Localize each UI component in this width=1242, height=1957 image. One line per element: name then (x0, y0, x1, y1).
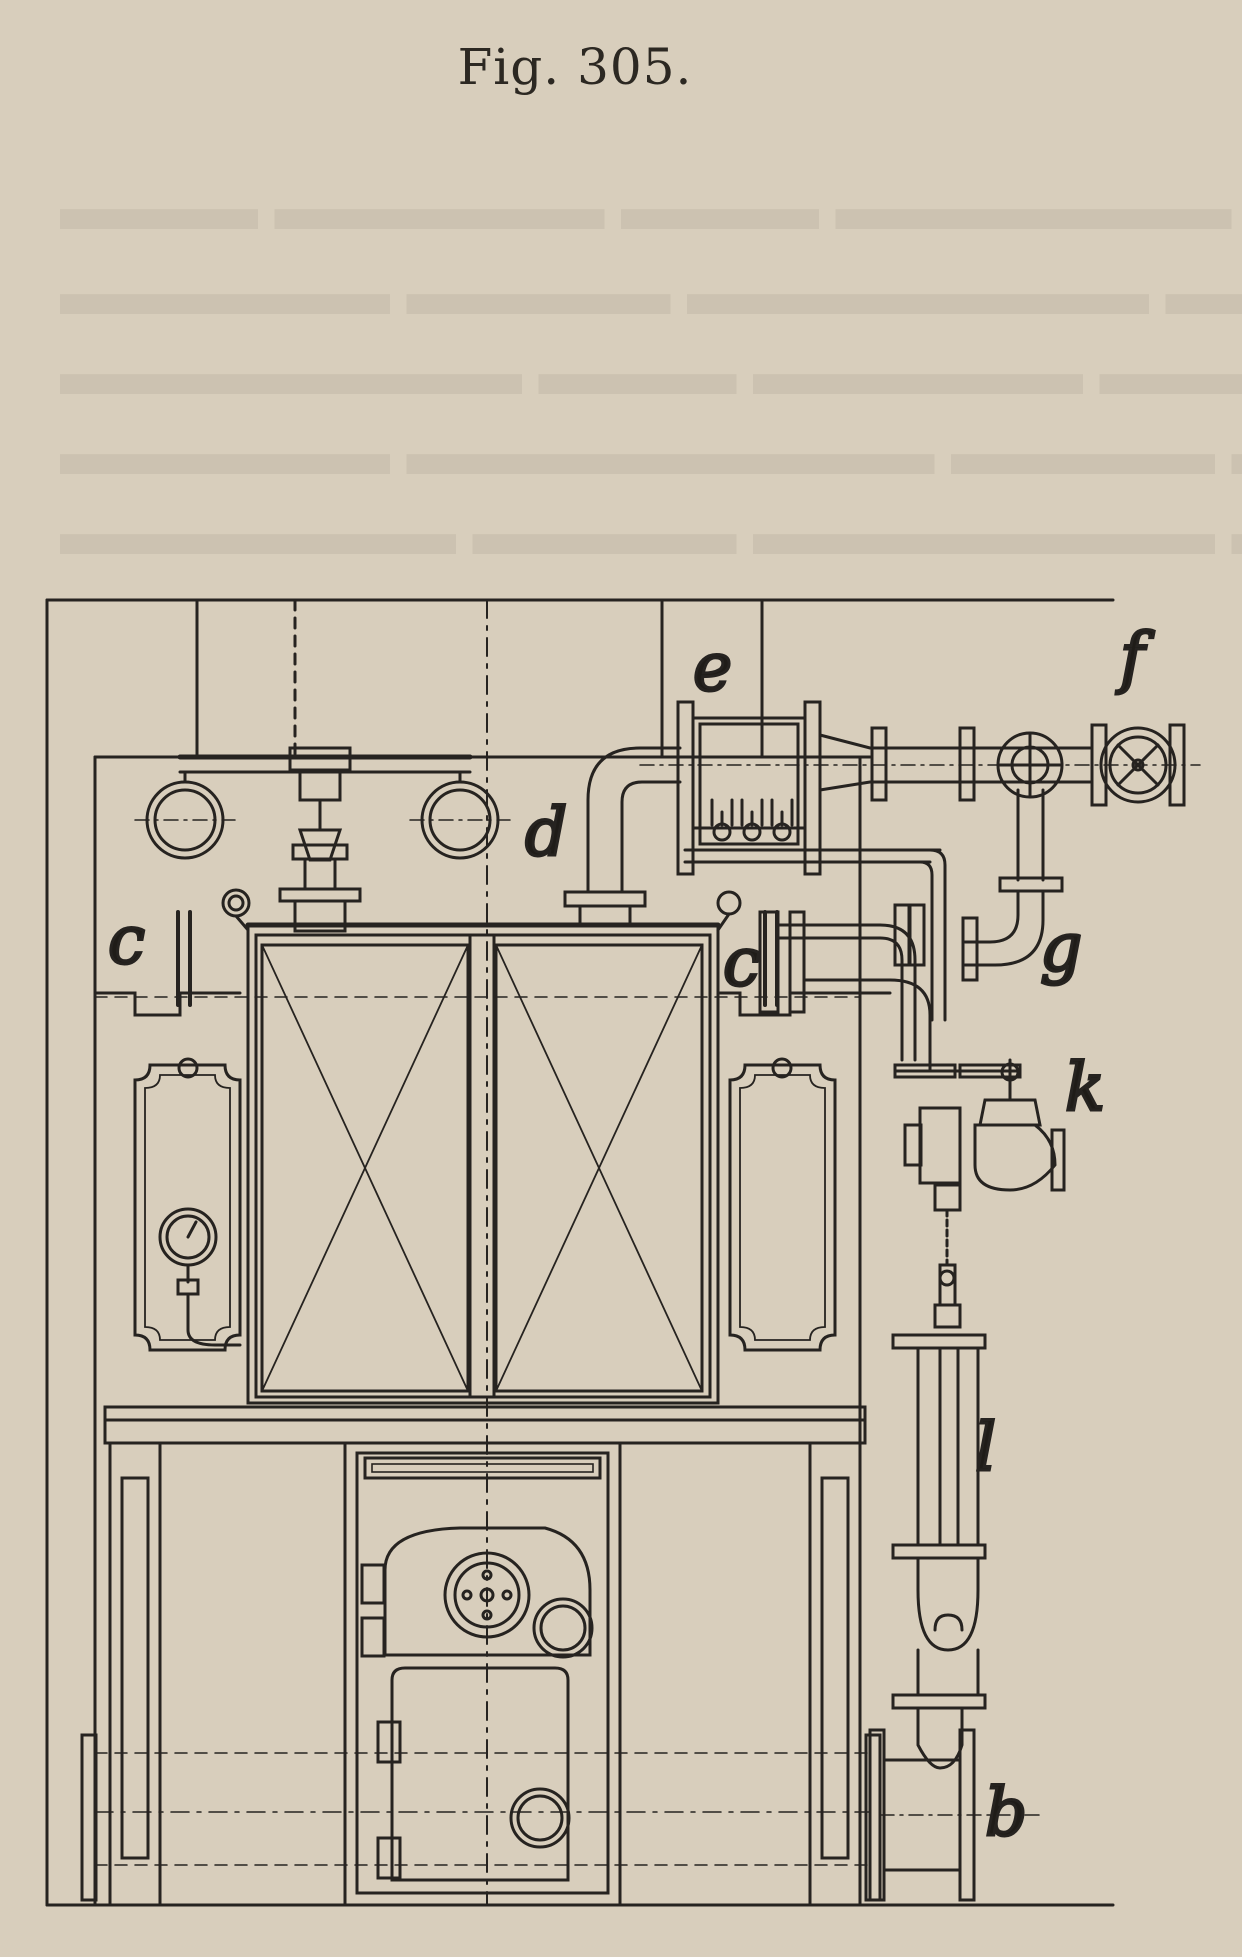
bleed-through-line: ▬▬▬▬▬ ▬▬▬▬▬▬▬▬ ▬▬▬▬ ▬▬▬▬ (60, 416, 1242, 489)
pipe-d-elbow (563, 746, 682, 928)
header-e (676, 700, 947, 1022)
label-b: b (985, 1774, 1027, 1851)
bleed-through-line: ▬▬▬▬▬▬▬ ▬▬▬ ▬▬▬▬▬ ▬▬▬▬▬ (60, 336, 1242, 409)
header-nozzles (710, 798, 794, 842)
figure-caption: Fig. 305. (457, 38, 693, 96)
steam-line-f (639, 726, 1201, 802)
lower-firebox (80, 1405, 882, 1907)
outer-frame (45, 598, 1115, 1907)
bleed-through-line: ▬▬▬▬▬▬ ▬▬▬▬ ▬▬▬▬▬▬▬ ▬▬▬ (60, 496, 1242, 569)
boiler-body (94, 888, 861, 1405)
right-panel (728, 1057, 837, 1352)
label-c-left: c (108, 902, 145, 979)
bleed-through-line: ▬▬▬▬▬ ▬▬▬▬ ▬▬▬▬▬▬▬ ▬▬▬▬ (60, 256, 1242, 329)
label-k: k (1065, 1049, 1105, 1126)
label-c-right: c (723, 924, 760, 1001)
side-ledges (93, 910, 862, 1017)
left-gauge-panel (133, 1057, 242, 1352)
pipe-b (868, 1728, 1041, 1902)
label-f: f (1115, 619, 1155, 696)
label-l: l (975, 1409, 996, 1486)
valve-f (1090, 723, 1186, 807)
top-valve-assembly (278, 746, 362, 933)
label-d: d (525, 794, 567, 871)
upper-drums (134, 754, 511, 860)
label-e: e (693, 629, 732, 706)
label-g: g (1040, 909, 1082, 986)
valve-k-assembly (891, 1058, 1066, 1350)
branch-g (961, 788, 1064, 982)
pipe-c-right (758, 903, 932, 1072)
bleed-through-line: ▬▬▬ ▬▬▬▬▬ ▬▬▬ ▬▬▬▬▬▬ (60, 171, 1232, 244)
pipe-l (891, 1346, 987, 1770)
